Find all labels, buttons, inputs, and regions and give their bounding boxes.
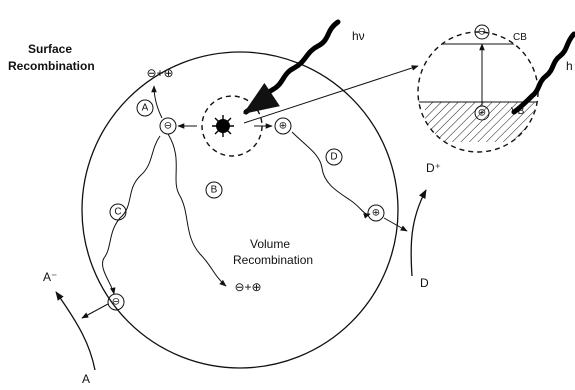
surface-hole-symbol: ⊕ bbox=[372, 208, 380, 219]
semiconductor-particle bbox=[81, 51, 399, 369]
hv-label: hν bbox=[352, 29, 365, 43]
hv-inset-label: h bbox=[566, 59, 573, 73]
path-c-label: C bbox=[114, 207, 121, 218]
volume-recombination-line2: Recombination bbox=[233, 253, 313, 267]
electron-transfer-arrow bbox=[81, 303, 109, 319]
donor-oxidation-arrow bbox=[410, 189, 427, 277]
hole-transfer-arrow bbox=[383, 217, 408, 232]
path-c-marker bbox=[109, 203, 127, 221]
light-wave-main bbox=[243, 19, 341, 115]
volume-pair: ⊖+⊕ bbox=[234, 280, 261, 294]
hole-d-symbol: ⊕ bbox=[279, 121, 287, 132]
inset-electron-symbol: ⊖ bbox=[478, 27, 486, 38]
donor-oxidized-label: D⁺ bbox=[426, 161, 441, 175]
path-b-wave bbox=[167, 133, 227, 287]
path-b-label: B bbox=[211, 185, 218, 196]
cb-label: CB bbox=[513, 32, 527, 43]
excitation-burst-icon bbox=[212, 115, 234, 137]
acceptor-label: A bbox=[82, 372, 90, 386]
path-d-label: D bbox=[330, 152, 337, 163]
inset-hole-symbol: ⊕ bbox=[478, 108, 486, 119]
path-c-wave bbox=[102, 135, 161, 295]
magnification-arrow bbox=[243, 65, 419, 124]
surface-recombination-line2: Recombination bbox=[8, 59, 95, 73]
path-a-label: A bbox=[142, 103, 149, 114]
volume-recombination-line1: Volume bbox=[250, 237, 290, 251]
path-a-arrow bbox=[151, 85, 163, 119]
surface-recombination-line1: Surface bbox=[28, 42, 72, 56]
path-a-marker bbox=[136, 99, 154, 117]
light-wave-inset bbox=[511, 31, 575, 115]
inset-electron bbox=[474, 24, 490, 40]
path-b-marker bbox=[205, 181, 223, 199]
path-d-wave bbox=[291, 131, 371, 219]
hole-d bbox=[274, 117, 292, 135]
path-d-marker bbox=[325, 148, 343, 166]
acceptor-reduced-label: A⁻ bbox=[43, 270, 57, 284]
surface-electron-symbol: ⊖ bbox=[112, 297, 120, 308]
surface-pair: ⊖+⊕ bbox=[146, 66, 173, 80]
electron-a-symbol: ⊖ bbox=[164, 121, 172, 132]
surface-electron bbox=[107, 293, 125, 311]
surface-hole bbox=[367, 204, 385, 222]
acceptor-reduction-arrow bbox=[55, 291, 96, 371]
donor-label: D bbox=[420, 276, 429, 290]
